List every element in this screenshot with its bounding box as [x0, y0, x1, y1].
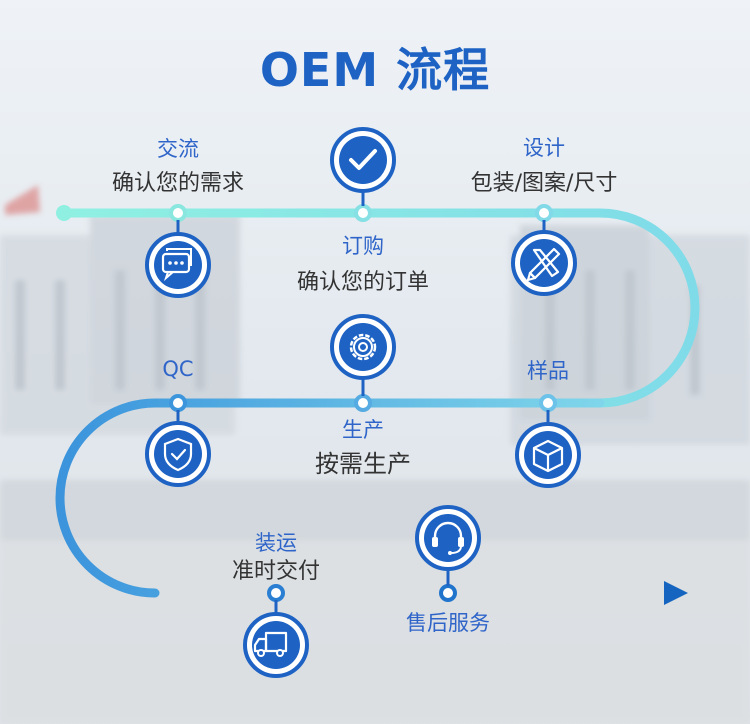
node-sample: [539, 394, 557, 412]
path-arrowhead: [664, 581, 688, 605]
flow-path: [55, 205, 700, 605]
step-sample-name: 样品: [527, 359, 569, 383]
step-design-desc: 包装/图案/尺寸: [470, 171, 618, 196]
checkmark-icon: [330, 127, 396, 193]
node-design: [535, 204, 553, 222]
headset-icon: [415, 505, 481, 571]
step-shipping-name: 装运: [255, 531, 297, 555]
step-production-desc: 按需生产: [315, 450, 411, 478]
design-tools-icon: [511, 230, 577, 296]
step-communicate-name: 交流: [157, 137, 199, 161]
step-production-name: 生产: [342, 418, 384, 442]
step-communicate-desc: 确认您的需求: [111, 171, 244, 196]
node-shipping: [267, 584, 285, 602]
page-title: OEM 流程: [259, 43, 491, 97]
step-after-sales-name: 售后服务: [406, 611, 490, 635]
path-nodes: [169, 204, 557, 602]
truck-icon: [243, 612, 309, 678]
chat-icon: [145, 232, 211, 298]
box-icon: [515, 422, 581, 488]
step-order-desc: 确认您的订单: [296, 270, 429, 295]
step-design-name: 设计: [523, 136, 565, 160]
node-order: [354, 204, 372, 222]
gear-icon: [330, 314, 396, 380]
step-qc-name: QC: [162, 357, 194, 381]
step-order-name: 订购: [342, 234, 384, 258]
node-after-sales: [439, 584, 457, 602]
shield-check-icon: [145, 421, 211, 487]
node-qc: [169, 394, 187, 412]
node-production: [354, 394, 372, 412]
node-communicate: [169, 204, 187, 222]
step-shipping-desc: 准时交付: [231, 559, 320, 584]
